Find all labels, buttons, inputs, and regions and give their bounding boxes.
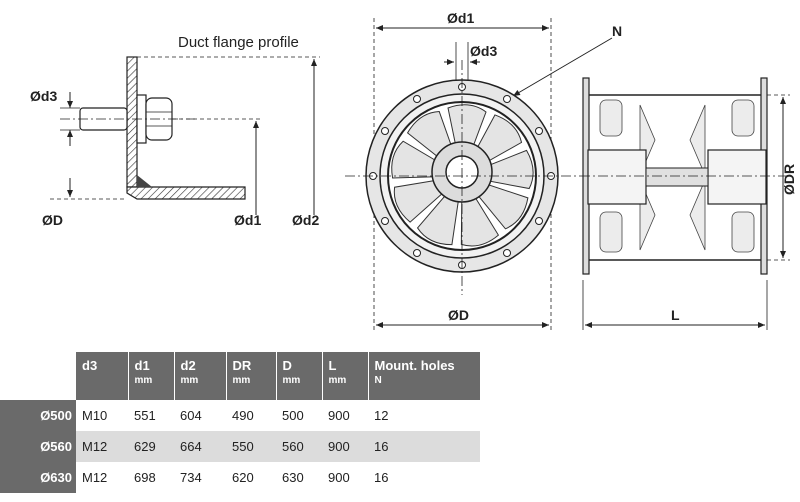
cell-mount-holes: 16 xyxy=(368,462,480,493)
cell-D: 500 xyxy=(276,400,322,431)
cell-d1: 629 xyxy=(128,431,174,462)
cell-L: 900 xyxy=(322,400,368,431)
fan-front-view: Ød1 ØD Ød3 N xyxy=(345,10,622,330)
row-label: Ø500 xyxy=(0,400,76,431)
label-L: L xyxy=(671,307,680,323)
cell-d3: M12 xyxy=(76,462,128,493)
cell-d3: M10 xyxy=(76,400,128,431)
label-D-bottom: ØD xyxy=(448,307,469,323)
table-row: Ø560 M12 629 664 550 560 900 16 xyxy=(0,431,480,462)
cell-DR: 620 xyxy=(226,462,276,493)
fan-side-view: ØDR L xyxy=(580,77,797,330)
row-label: Ø560 xyxy=(0,431,76,462)
cell-d3: M12 xyxy=(76,431,128,462)
cell-d2: 734 xyxy=(174,462,226,493)
label-N: N xyxy=(612,23,622,39)
cell-d2: 604 xyxy=(174,400,226,431)
header-d3: d3 xyxy=(76,352,128,400)
weld-fillet xyxy=(137,175,152,187)
label-D-left: ØD xyxy=(42,212,63,228)
cell-mount-holes: 12 xyxy=(368,400,480,431)
cell-d1: 551 xyxy=(128,400,174,431)
label-d1-top: Ød1 xyxy=(447,10,474,26)
duct-wall xyxy=(126,186,246,200)
label-d2-left: Ød2 xyxy=(292,212,319,228)
cell-DR: 490 xyxy=(226,400,276,431)
table-row: Ø500 M10 551 604 490 500 900 12 xyxy=(0,400,480,431)
cell-L: 900 xyxy=(322,462,368,493)
cell-D: 630 xyxy=(276,462,322,493)
cell-d2: 664 xyxy=(174,431,226,462)
label-d1-left: Ød1 xyxy=(234,212,261,228)
cell-D: 560 xyxy=(276,431,322,462)
table-corner xyxy=(0,352,76,400)
table-row: Ø630 M12 698 734 620 630 900 16 xyxy=(0,462,480,493)
flange-profile-view: Duct flange profile Ød3 ØD Ød1 Ød2 xyxy=(30,34,320,228)
technical-drawing: Duct flange profile Ød3 ØD Ød1 Ød2 xyxy=(30,10,797,330)
cell-mount-holes: 16 xyxy=(368,431,480,462)
cell-DR: 550 xyxy=(226,431,276,462)
row-label: Ø630 xyxy=(0,462,76,493)
label-d3-top: Ød3 xyxy=(470,43,497,59)
flange-profile-title: Duct flange profile xyxy=(178,34,299,51)
cell-d1: 698 xyxy=(128,462,174,493)
cell-L: 900 xyxy=(322,431,368,462)
label-DR: ØDR xyxy=(781,164,797,195)
flange-plate xyxy=(126,56,138,188)
label-d3-left: Ød3 xyxy=(30,88,57,104)
